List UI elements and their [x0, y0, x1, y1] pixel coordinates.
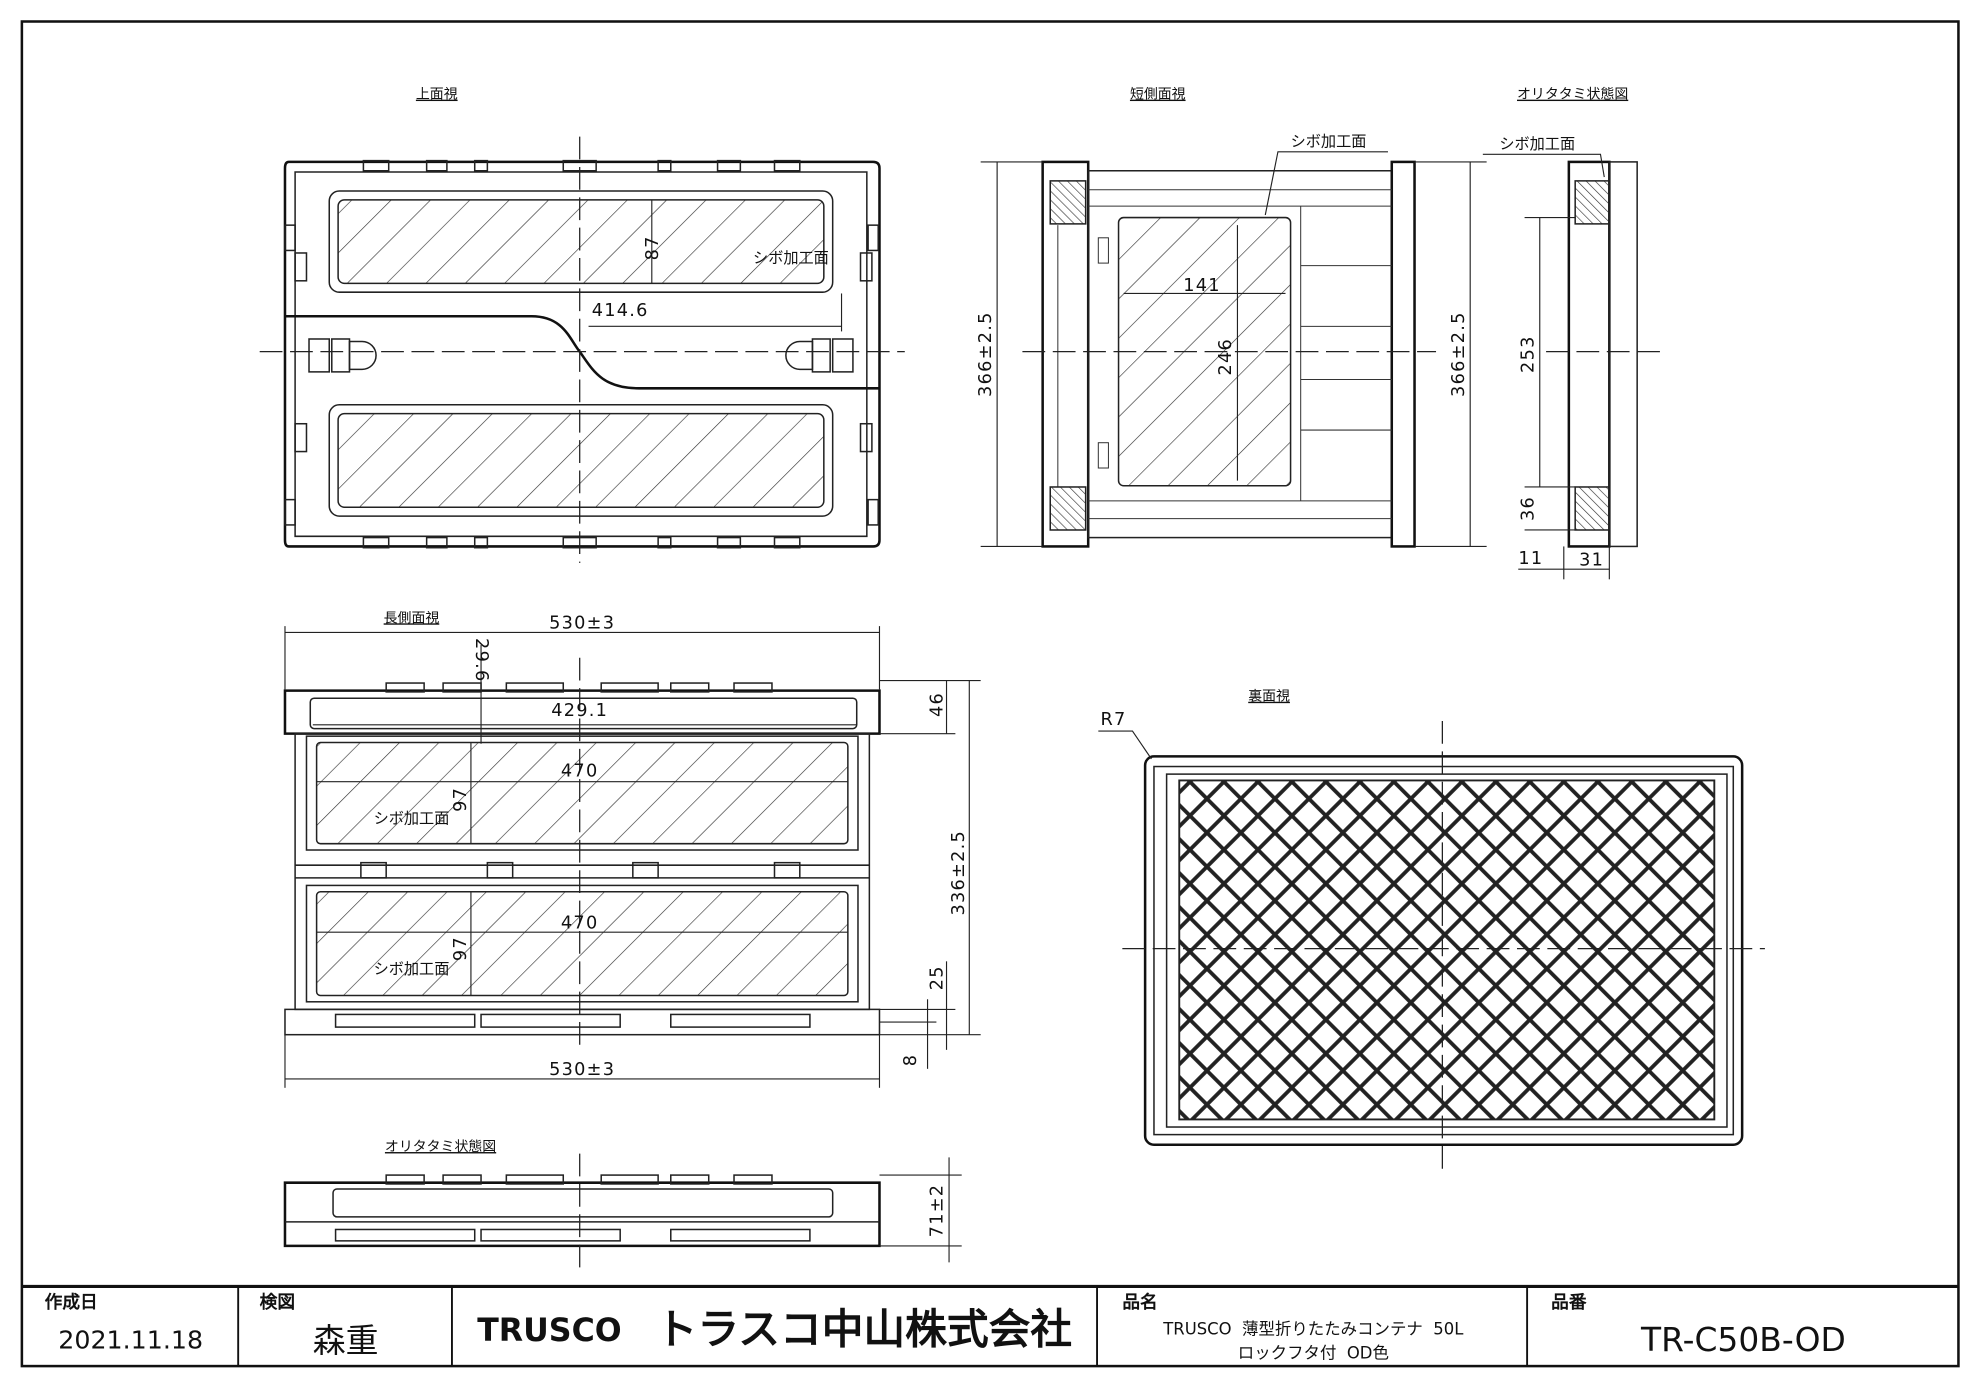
dim-46: 46 — [928, 692, 948, 717]
dim-470-lower: 470 — [561, 913, 599, 933]
dim-31: 31 — [1579, 550, 1604, 570]
long-side-title: 長側面視 — [384, 610, 440, 626]
short-folded-title: オリタタミ状態図 — [1517, 87, 1628, 103]
sheet-border — [20, 20, 1960, 1368]
product-name-line2: ロックフタ付 OD色 — [1238, 1343, 1389, 1362]
dim-97-upper: 97 — [451, 787, 471, 812]
radius-r7: R7 — [1100, 710, 1126, 730]
company-logo: TRUSCO — [477, 1313, 621, 1349]
dim-366-left: 366±2.5 — [976, 311, 996, 397]
dim-429-1: 429.1 — [551, 701, 608, 721]
dim-29-6: 29.6 — [471, 638, 491, 682]
checked-label: 検図 — [260, 1291, 295, 1313]
short-side-title: 短側面視 — [1130, 87, 1186, 103]
dim-141: 141 — [1183, 276, 1221, 296]
top-view-title: 上面視 — [416, 87, 458, 103]
short-folded-note: シボ加工面 — [1499, 135, 1575, 153]
dim-246: 246 — [1216, 338, 1236, 376]
long-note-lower: シボ加工面 — [374, 960, 450, 978]
dim-366-right: 366±2.5 — [1449, 311, 1469, 397]
long-folded-title: オリタタミ状態図 — [385, 1139, 496, 1155]
dim-414-6: 414.6 — [592, 301, 649, 321]
top-note-textured: シボ加工面 — [753, 249, 829, 267]
company-name: トラスコ中山株式会社 — [656, 1304, 1073, 1353]
dim-71: 71±2 — [928, 1184, 948, 1238]
short-side-note: シボ加工面 — [1291, 133, 1367, 151]
dim-87: 87 — [643, 235, 663, 260]
bottom-view: 裏面視 R7 — [1098, 688, 1765, 1171]
dim-11: 11 — [1518, 549, 1543, 569]
bottom-view-title: 裏面視 — [1248, 688, 1290, 705]
long-folded-view: オリタタミ状態図 71±2 — [283, 1139, 962, 1268]
dim-97-lower: 97 — [451, 936, 471, 961]
checked-by: 森重 — [313, 1321, 379, 1360]
product-name-line1: TRUSCO 薄型折りたたみコンテナ 50L — [1162, 1319, 1464, 1338]
dim-470-upper: 470 — [561, 762, 599, 782]
created-date: 2021.11.18 — [58, 1325, 203, 1354]
part-number-label: 品番 — [1551, 1292, 1587, 1313]
short-side-view: 短側面視 366±2.5 366±2.5 141 246 シボ加工面 — [976, 87, 1487, 548]
title-block: 作成日 2021.11.18 検図 森重 TRUSCO トラスコ中山株式会社 品… — [21, 1284, 1959, 1367]
part-number: TR-C50B-OD — [1640, 1320, 1846, 1359]
dim-8: 8 — [901, 1054, 921, 1067]
dim-530-top: 530±3 — [549, 614, 615, 634]
long-side-view: 長側面視 530±3 29.6 429.1 470 470 97 97 — [283, 610, 981, 1088]
product-name-label: 品名 — [1122, 1291, 1157, 1313]
long-note-upper: シボ加工面 — [374, 809, 450, 827]
dim-530-bottom: 530±3 — [549, 1060, 615, 1080]
short-folded-view: オリタタミ状態図 シボ加工面 253 36 11 31 — [1482, 87, 1664, 580]
dim-336: 336±2.5 — [949, 830, 969, 916]
created-label: 作成日 — [45, 1291, 98, 1313]
dim-25: 25 — [928, 965, 948, 990]
dim-36: 36 — [1518, 496, 1538, 521]
top-view: 上面視 87 シボ加工面 414.6 — [259, 87, 905, 563]
dim-253: 253 — [1518, 335, 1538, 373]
